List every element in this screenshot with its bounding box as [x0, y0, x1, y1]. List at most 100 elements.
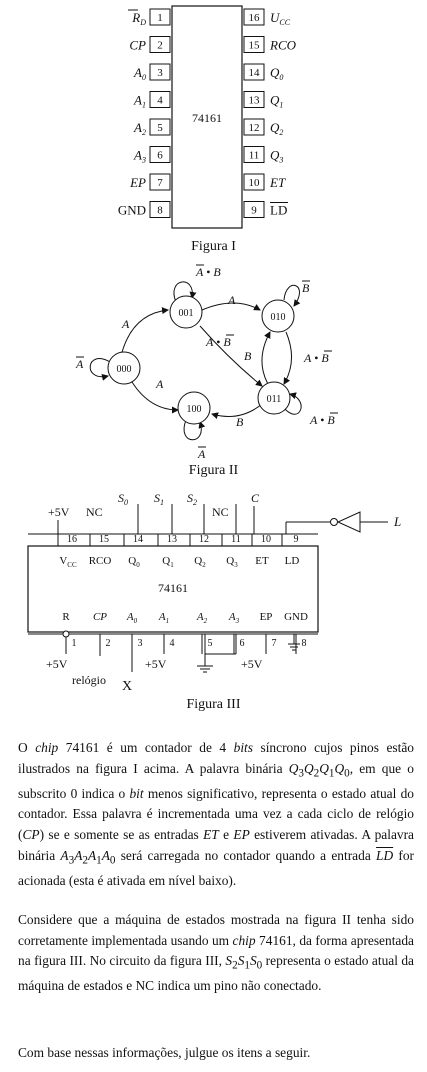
pin-label-2: CP: [129, 38, 146, 53]
pin-inner-top-14: Q0: [128, 555, 140, 569]
pin-box-5: [149, 118, 171, 136]
pin-box-7: [149, 173, 171, 191]
pin-box-3: [149, 63, 171, 81]
inverter-icon: [336, 511, 361, 533]
pin-inner-bottom-3: A0: [126, 611, 138, 625]
label-X: X: [122, 679, 132, 694]
pin-label-1: RD: [131, 10, 146, 27]
edge-001-010: [201, 302, 261, 311]
pin-number-bottom-2: 2: [106, 638, 111, 649]
input-L: L: [393, 514, 401, 529]
self-loop-010: [283, 284, 301, 307]
pin-number-1: 1: [157, 12, 163, 24]
edge-010-011: [283, 331, 292, 385]
pin-inner-bottom-4: A1: [158, 611, 169, 625]
edge-011-010: [261, 331, 271, 385]
pin-inner-top-12: Q2: [194, 555, 206, 569]
inverter-bubble: [330, 518, 338, 526]
paragraph-3: Com base nessas informações, julgue os i…: [18, 1045, 311, 1060]
chip-label: 74161: [192, 111, 222, 125]
pin-label-6: A3: [133, 148, 146, 165]
pin-number-10: 10: [249, 177, 261, 189]
pin-number-9: 9: [251, 205, 257, 217]
pin-number-bottom-7: 7: [272, 638, 277, 649]
pin-number-15: 15: [249, 40, 261, 52]
pin-number-5: 5: [157, 122, 163, 134]
state-011: [257, 381, 291, 415]
label-self-100: A: [197, 447, 206, 460]
pin-inner-top-13: Q1: [162, 555, 174, 569]
pin-label-10: ET: [269, 175, 286, 190]
chip-label: 74161: [158, 581, 188, 595]
label-clock: relógio: [72, 673, 106, 687]
pin-label-7: EP: [129, 175, 146, 190]
state-001: [169, 295, 203, 329]
pin-number-top-9: 9: [294, 534, 299, 545]
pin-box-9: [243, 201, 265, 218]
pin-label-9: LD: [270, 203, 287, 218]
self-loop-100: [183, 419, 206, 441]
state-000: [107, 351, 141, 385]
pin-label-15: RCO: [269, 38, 297, 53]
pin-label-3: A0: [133, 65, 146, 82]
pin-box-4: [149, 91, 171, 108]
pin-box-6: [149, 146, 171, 163]
pin-inner-bottom-5: A2: [196, 611, 208, 625]
state-label-010: 010: [271, 312, 286, 323]
label-e-000-001: A: [121, 317, 130, 331]
pin-inner-top-10: ET: [255, 555, 269, 567]
self-loop-000: [89, 358, 111, 381]
label-self-010: B: [302, 281, 310, 295]
state-label-011: 011: [267, 394, 282, 405]
pin-number-bottom-8: 8: [302, 638, 307, 649]
pin-number-top-10: 10: [261, 534, 271, 545]
signal-S2: S2: [187, 491, 197, 507]
pin-number-8: 8: [157, 205, 163, 217]
pin-number-top-13: 13: [167, 534, 177, 545]
pin-box-13: [243, 91, 265, 108]
pin-number-4: 4: [157, 95, 163, 107]
edge-011-100: [211, 403, 263, 420]
state-100: [177, 391, 211, 425]
pin-inner-bottom-6: A3: [228, 611, 240, 625]
pin-number-7: 7: [157, 177, 163, 189]
pin-label-8: GND: [118, 203, 146, 218]
label-nc-15: NC: [86, 505, 103, 519]
pin-inner-bottom-2: CP: [93, 611, 107, 623]
pin-number-13: 13: [249, 95, 261, 107]
label-self-001: A • B: [195, 265, 221, 279]
pin-number-bottom-4: 4: [170, 638, 175, 649]
figure-1-caption: Figura I: [191, 239, 236, 254]
pin-number-12: 12: [249, 122, 260, 134]
pin-label-11: Q3: [270, 148, 283, 165]
signal-C: C: [251, 491, 260, 505]
pin-label-16: UCC: [270, 10, 291, 27]
pin-box-10: [243, 173, 265, 191]
label-e-000-100: A: [155, 377, 164, 391]
pin-inner-bottom-1: R: [62, 611, 70, 623]
pin-number-top-12: 12: [199, 534, 209, 545]
pin-number-6: 6: [157, 150, 163, 162]
pin-number-bottom-1: 1: [72, 638, 77, 649]
pin-label-4: A1: [133, 93, 146, 110]
pin-label-13: Q1: [270, 93, 283, 110]
edge-001-011: [199, 325, 263, 387]
pin-box-12: [243, 118, 265, 136]
label-e-011-010: B: [244, 349, 252, 363]
pin-number-top-16: 16: [67, 534, 77, 545]
label-self-011: A • B: [309, 413, 335, 427]
label-e-001-011: A • B: [205, 335, 231, 349]
state-label-000: 000: [117, 364, 132, 375]
label-e-011-100: B: [236, 415, 244, 429]
signal-S1: S1: [154, 491, 164, 507]
pin-number-bottom-5: 5: [208, 638, 213, 649]
pin-inner-top-9: LD: [285, 555, 300, 567]
label-e-010-011: A • B: [303, 351, 329, 365]
label-plus5v-pin4: +5V: [145, 657, 167, 671]
state-label-001: 001: [179, 308, 194, 319]
pin-label-12: Q2: [270, 120, 283, 137]
pin-inner-top-15: RCO: [89, 555, 112, 567]
chip-body: [171, 5, 243, 229]
